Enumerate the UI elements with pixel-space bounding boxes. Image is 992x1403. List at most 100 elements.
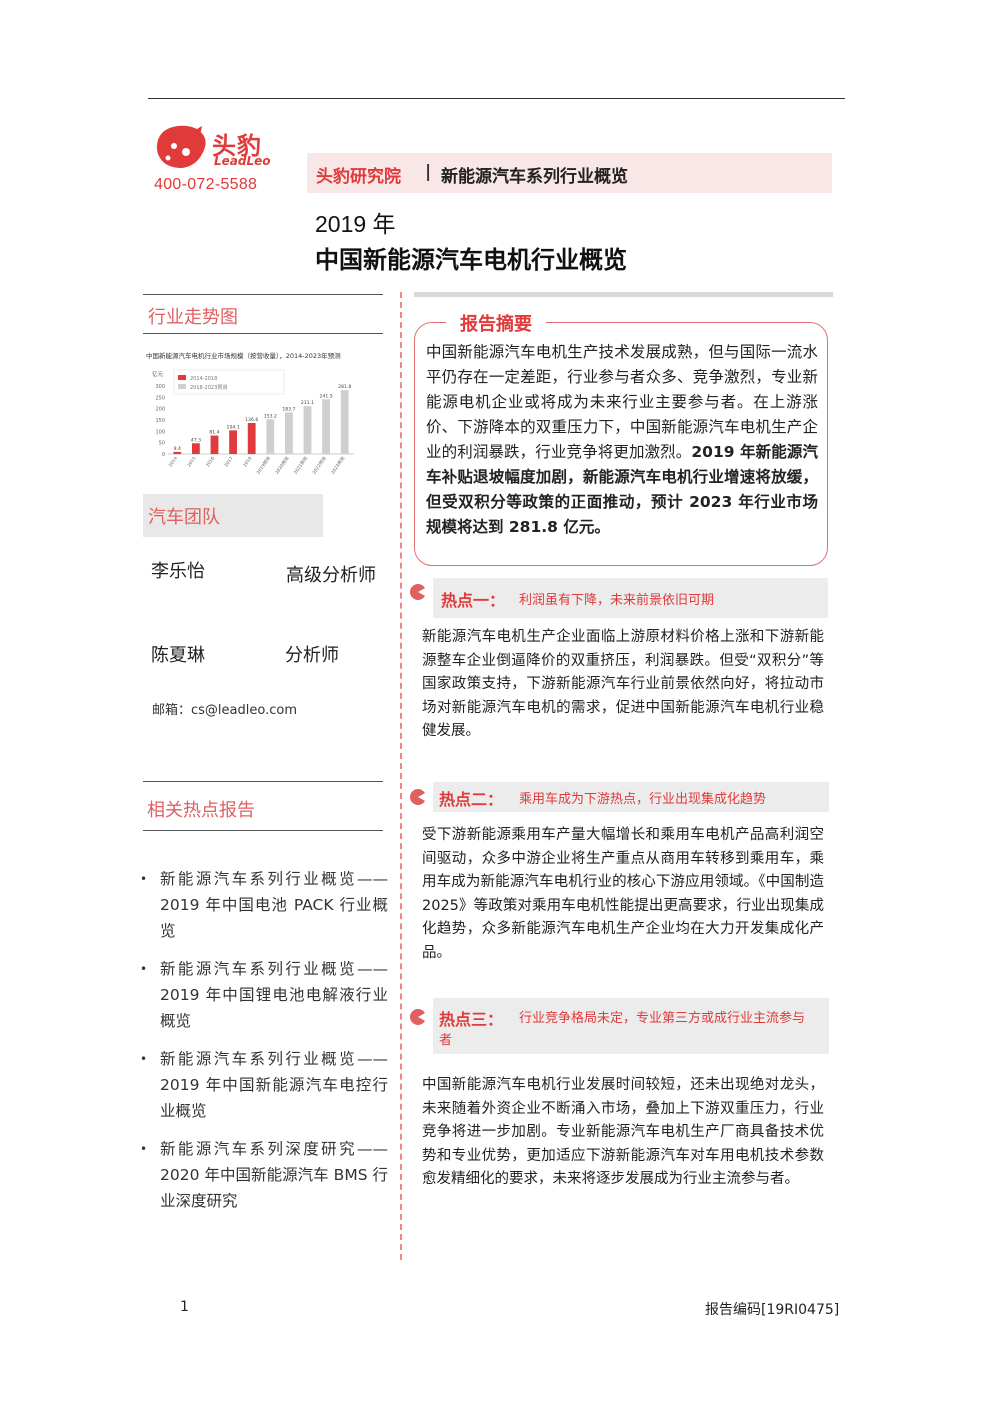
report-year: 2019 年 — [315, 211, 396, 237]
hotspot-bar: 热点三： 行业竞争格局未定，专业第三方或成行业主流参与者 — [433, 998, 829, 1054]
market-size-chart: 中国新能源汽车电机行业市场规模（按营收量），2014-2023年预测 亿元 20… — [146, 350, 358, 482]
summary-box — [414, 322, 828, 566]
chart-bar — [322, 399, 331, 454]
chart-category-label: 2019预测 — [255, 455, 273, 476]
related-report-link[interactable]: 新能源汽车系列深度研究——2020 年中国新能源汽车 BMS 行业深度研究 — [140, 1136, 388, 1214]
analyst-role: 高级分析师 — [286, 565, 376, 586]
hotspot-description: 乘用车成为下游热点，行业出现集成化趋势 — [519, 792, 767, 807]
chart-category-label: 2022预测 — [311, 455, 329, 476]
chart-legend-box — [173, 369, 285, 395]
chart-y-tick-label: 0 — [162, 452, 165, 458]
chart-legend-swatch — [178, 384, 186, 389]
header-separator: | — [425, 162, 432, 182]
summary-title: 报告摘要 — [446, 310, 546, 336]
leopard-logo-icon — [156, 125, 206, 168]
column-divider — [400, 292, 402, 1260]
chart-category-label: 2014 — [168, 456, 179, 469]
page-number: 1 — [180, 1299, 189, 1315]
trend-top-rule — [143, 294, 383, 295]
team-section-title: 汽车团队 — [148, 507, 220, 528]
chart-category-label: 2020预测 — [273, 455, 291, 476]
chart-data-label: 183.7 — [282, 406, 295, 412]
chart-data-label: 136.6 — [245, 417, 258, 423]
top-rule — [148, 98, 845, 99]
summary-top-bar — [414, 292, 833, 297]
report-code: 报告编码[19RI0475] — [705, 1302, 840, 1318]
trend-section-title: 行业走势图 — [148, 307, 238, 328]
chart-legend: 2014-2018 2018-2023预测 — [173, 369, 285, 395]
chart-category-label: 2016 — [205, 456, 216, 469]
chart-y-tick-label: 300 — [155, 384, 165, 390]
hotspot-description: 利润虽有下降，未来前景依旧可期 — [519, 593, 715, 608]
related-top-rule — [143, 781, 383, 782]
related-report-list: 新能源汽车系列行业概览——2019 年中国电池 PACK 行业概览 新能源汽车系… — [140, 866, 388, 1226]
phone-number: 400-072-5588 — [154, 176, 258, 193]
chart-data-label: 281.8 — [338, 384, 351, 390]
chart-title: 中国新能源汽车电机行业市场规模（按营收量），2014-2023年预测 — [146, 351, 341, 360]
hotspot-label: 热点二： — [439, 790, 504, 809]
chart-legend-label: 2014-2018 — [190, 376, 217, 382]
hotspot-marker-icon — [410, 789, 427, 805]
chart-bars: 9.4 2014 47.3 2015 81.4 2016 104.1 2017 136.6 201… — [168, 384, 352, 475]
related-section-title: 相关热点报告 — [147, 800, 255, 821]
chart-bar — [303, 406, 312, 454]
chart-bar — [173, 451, 182, 454]
chart-data-label: 211.1 — [301, 400, 314, 406]
hotspot-description: 行业竞争格局未定，专业第三方或成行业主流参与者 — [439, 1011, 806, 1048]
logo-english-text: LeadLeo — [214, 154, 271, 168]
hotspot-label: 热点一： — [441, 591, 506, 610]
chart-y-tick-label: 250 — [155, 395, 165, 401]
related-report-link[interactable]: 新能源汽车系列行业概览——2019 年中国锂电池电解液行业概览 — [140, 956, 388, 1034]
chart-svg: 中国新能源汽车电机行业市场规模（按营收量），2014-2023年预测 亿元 20… — [146, 351, 354, 476]
chart-category-label: 2015 — [186, 456, 197, 469]
hotspot-paragraph: 新能源汽车电机生产企业面临上游原材料价格上涨和下游新能源整车企业倒逼降价的双重挤… — [422, 629, 824, 739]
chart-category-label: 2017 — [223, 456, 234, 469]
chart-category-label: 2018 — [242, 456, 253, 469]
summary-bold-text: 2019 年新能源汽车补贴退坡幅度加剧，新能源汽车电机行业增速将放缓，但受双积分… — [426, 443, 818, 536]
chart-legend-swatch — [178, 375, 186, 380]
chart-category-label: 2021预测 — [292, 455, 310, 476]
trend-bottom-rule — [143, 333, 383, 334]
report-title: 中国新能源汽车电机行业概览 — [315, 246, 627, 274]
header-bar: 头豹研究院 | 新能源汽车系列行业概览 — [307, 153, 832, 193]
related-report-link[interactable]: 新能源汽车系列行业概览——2019 年中国电池 PACK 行业概览 — [140, 866, 388, 944]
logo-chinese-text: 头豹 — [212, 132, 262, 160]
chart-ylabel: 亿元 — [152, 370, 164, 378]
chart-bar — [340, 390, 349, 454]
contact-email: 邮箱：cs@leadleo.com — [152, 703, 297, 718]
hotspot-paragraph: 中国新能源汽车电机行业发展时间较短，还未出现绝对龙头，未来随着外资企业不断涌入市… — [422, 1077, 824, 1187]
chart-data-label: 104.1 — [227, 424, 240, 430]
chart-category-label: 2023预测 — [329, 455, 347, 476]
chart-bar — [266, 419, 275, 454]
analyst-name: 李乐怡 — [151, 561, 205, 582]
chart-y-tick-label: 200 — [155, 407, 165, 413]
team-title-box: 汽车团队 — [143, 494, 323, 537]
institute-name: 头豹研究院 — [316, 167, 401, 187]
analyst-name: 陈夏琳 — [151, 645, 205, 666]
chart-bar — [210, 435, 219, 454]
related-bottom-rule — [143, 830, 383, 831]
chart-bar — [247, 423, 256, 454]
chart-data-label: 9.4 — [174, 446, 181, 452]
chart-legend-label: 2018-2023预测 — [190, 384, 227, 391]
chart-data-label: 241.5 — [320, 393, 333, 399]
chart-bar — [191, 443, 200, 454]
hotspot-label: 热点三： — [439, 1010, 504, 1029]
series-name: 新能源汽车系列行业概览 — [441, 167, 628, 187]
hotspot-bar: 热点一： 利润虽有下降，未来前景依旧可期 — [433, 578, 828, 618]
hotspot-paragraph: 受下游新能源乘用车产量大幅增长和乘用车电机产品高利润空间驱动，众多中游企业将生产… — [422, 827, 824, 961]
hotspot-marker-icon — [410, 584, 427, 600]
chart-y-tick-label: 50 — [159, 441, 165, 447]
summary-text: 中国新能源汽车电机生产技术发展成熟，但与国际一流水平仍存在一定差距，行业参与者众… — [426, 340, 818, 540]
hotspot-bar: 热点二： 乘用车成为下游热点，行业出现集成化趋势 — [433, 782, 829, 812]
analyst-role: 分析师 — [285, 645, 339, 666]
summary-normal-text: 中国新能源汽车电机生产技术发展成熟，但与国际一流水平仍存在一定差距，行业参与者众… — [426, 343, 818, 461]
chart-data-label: 153.2 — [264, 413, 277, 419]
related-report-link[interactable]: 新能源汽车系列行业概览——2019 年中国新能源汽车电控行业概览 — [140, 1046, 388, 1124]
chart-bar — [284, 412, 293, 454]
hotspot-marker-icon — [410, 1009, 427, 1025]
chart-data-label: 47.3 — [191, 437, 201, 443]
chart-y-tick-label: 100 — [155, 429, 165, 435]
chart-data-label: 81.4 — [209, 430, 219, 436]
chart-bar — [229, 430, 238, 454]
